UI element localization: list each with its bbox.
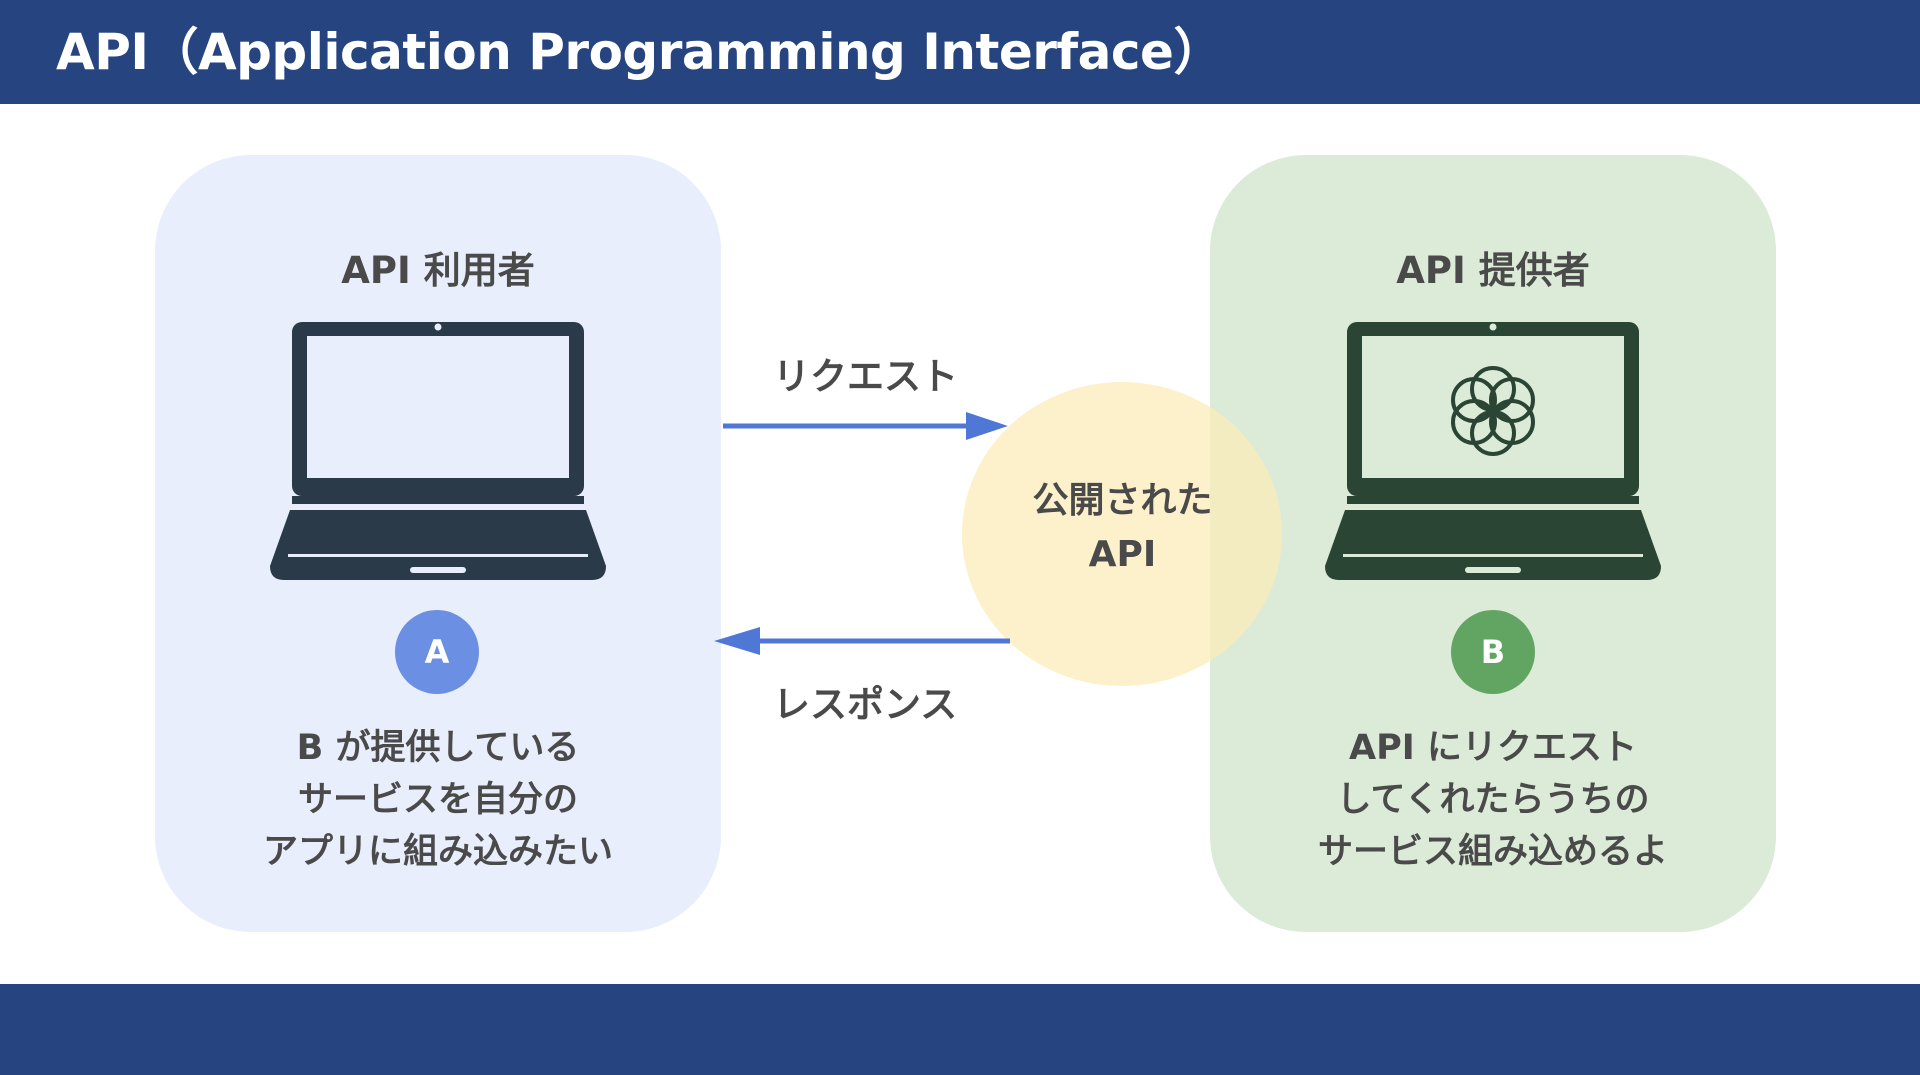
api-consumer-title: API 利用者 xyxy=(341,249,535,292)
public-api-label: 公開された API xyxy=(1000,474,1245,582)
badge-a: A xyxy=(395,610,479,694)
response-label: レスポンス xyxy=(773,683,958,726)
response-arrow xyxy=(714,627,1010,655)
public-api-line: 公開された xyxy=(1032,480,1213,521)
laptop-icon xyxy=(1325,322,1661,580)
api-provider-caption: API にリクエスト してくれたらうちの サービス組み込めるよ xyxy=(1210,722,1776,878)
caption-line: API にリクエスト xyxy=(1349,728,1637,768)
api-consumer-caption: B が提供している サービスを自分の アプリに組み込みたい xyxy=(155,722,721,878)
flower-logo-icon xyxy=(1451,366,1535,456)
badge-b: B xyxy=(1451,610,1535,694)
caption-line: サービスを自分の xyxy=(297,780,578,820)
header-bar xyxy=(0,0,1920,104)
laptop-icon xyxy=(270,322,606,580)
caption-line: してくれたらうちの xyxy=(1336,780,1650,820)
request-arrow xyxy=(723,412,1008,440)
request-label: リクエスト xyxy=(773,355,958,398)
caption-line: B が提供している xyxy=(296,728,580,768)
footer-bar xyxy=(0,984,1920,1075)
flow-arrows xyxy=(714,412,1010,655)
caption-line: サービス組み込めるよ xyxy=(1317,832,1668,872)
api-provider-title: API 提供者 xyxy=(1396,249,1590,292)
public-api-circle xyxy=(962,382,1282,686)
page-title: API（Application Programming Interface） xyxy=(56,23,1223,81)
caption-line: アプリに組み込みたい xyxy=(262,832,613,872)
public-api-line: API xyxy=(1088,534,1157,575)
